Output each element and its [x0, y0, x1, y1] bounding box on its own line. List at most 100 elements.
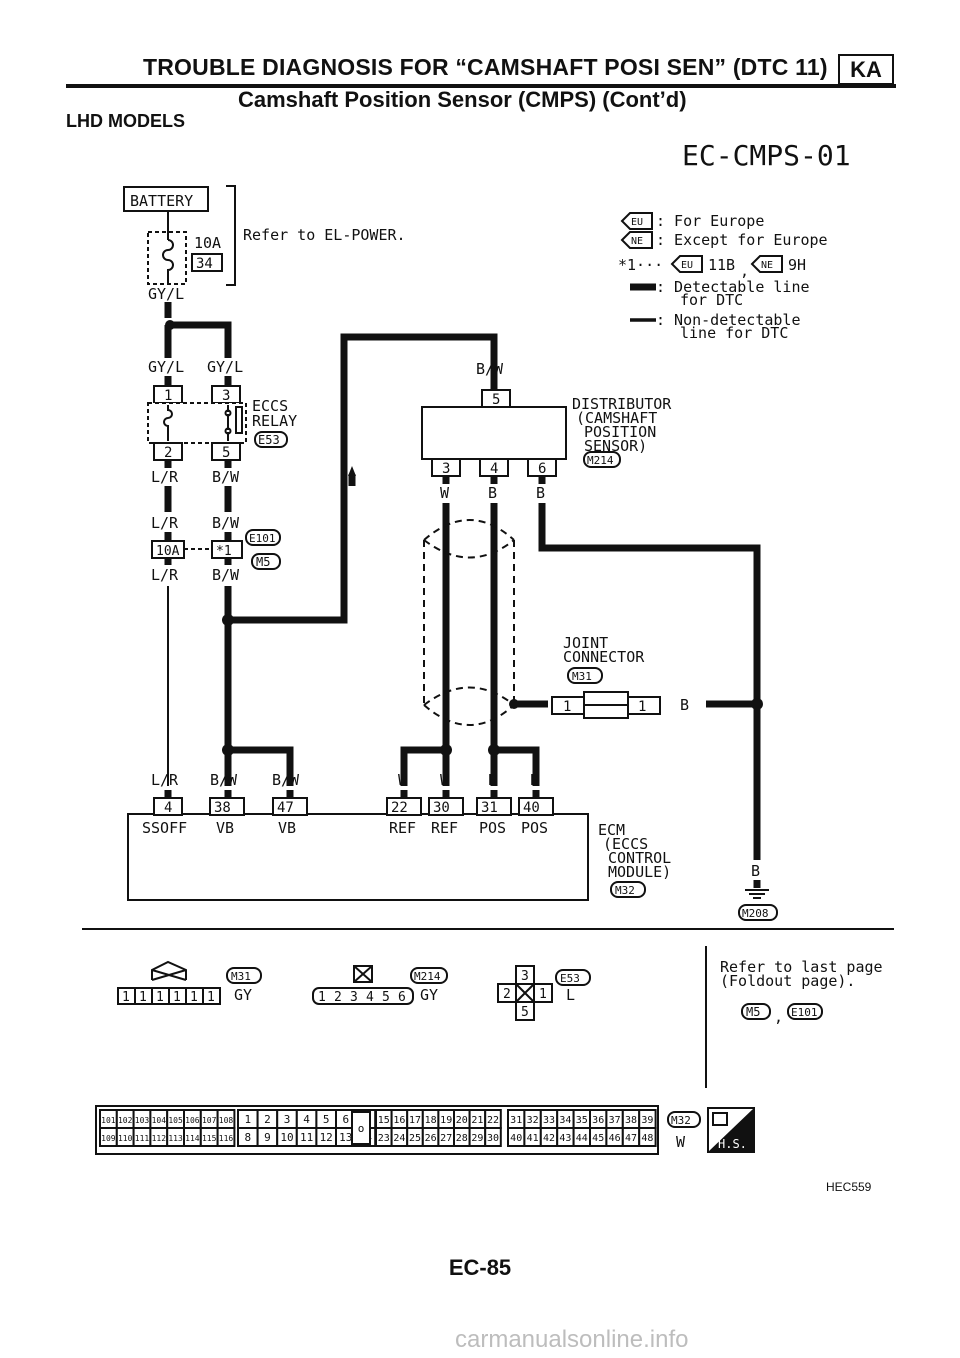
m32-pin-110-label: 110 — [118, 1134, 133, 1143]
svg-text:RELAY: RELAY — [252, 412, 297, 430]
battery-box — [123, 186, 209, 212]
figure-id: HEC559 — [826, 1180, 872, 1194]
svg-text:M214: M214 — [414, 970, 441, 983]
svg-text:,: , — [774, 1008, 783, 1026]
svg-text:line for DTC: line for DTC — [680, 324, 788, 342]
ecm-pin-38 — [209, 797, 245, 816]
hs-badge: H.S. — [707, 1107, 755, 1153]
svg-text:GY/L: GY/L — [207, 358, 243, 376]
m32-pin-47-label: 47 — [625, 1133, 637, 1144]
svg-text:5: 5 — [382, 990, 390, 1005]
svg-text:4: 4 — [490, 461, 498, 477]
svg-text:W: W — [440, 484, 450, 502]
harness-connector-m5: M5 — [256, 555, 270, 569]
svg-text:REF: REF — [431, 819, 458, 837]
m32-pin-3-label: 3 — [284, 1113, 291, 1126]
distributor-label: DISTRIBUTOR — [572, 395, 672, 413]
m32-pin-38-label: 38 — [625, 1115, 637, 1126]
svg-text:GY: GY — [234, 986, 252, 1004]
relay-label: ECCS — [252, 397, 288, 415]
m32-pin-22-label: 22 — [487, 1115, 499, 1126]
m32-pin-27-label: 27 — [440, 1133, 452, 1144]
m32-pin-40-label: 40 — [510, 1133, 522, 1144]
svg-text:L/R: L/R — [151, 514, 179, 532]
m32-pin-1-label: 1 — [244, 1113, 251, 1126]
m32-pin-46-label: 46 — [609, 1133, 621, 1144]
svg-text:1: 1 — [207, 990, 215, 1005]
m32-pin-21-label: 21 — [471, 1115, 483, 1126]
ground-icon — [745, 889, 769, 899]
relay-body — [147, 402, 247, 444]
svg-text:REF: REF — [389, 819, 416, 837]
m32-pin-103-label: 103 — [135, 1116, 150, 1125]
distributor-connector: M214 — [587, 454, 614, 467]
svg-text:30: 30 — [433, 800, 450, 816]
svg-text:B: B — [751, 862, 760, 880]
svg-text:GY/L: GY/L — [148, 358, 184, 376]
diagram-id: EC-CMPS-01 — [682, 139, 851, 172]
m214-connector-view: 1 2 3 4 5 6 M214 GY — [312, 965, 448, 1005]
svg-text:38: 38 — [214, 800, 231, 816]
m32-pin-30-cell — [484, 1127, 502, 1147]
shield-cable — [423, 519, 515, 726]
m32-pin-19-label: 19 — [440, 1115, 452, 1126]
svg-text:E101: E101 — [791, 1006, 818, 1019]
svg-text:VB: VB — [278, 819, 296, 837]
m32-pin-33-label: 33 — [543, 1115, 555, 1126]
svg-text:3: 3 — [521, 969, 529, 984]
svg-text:: Except for Europe: : Except for Europe — [656, 231, 828, 249]
m32-pin-43-label: 43 — [559, 1133, 571, 1144]
svg-text:5: 5 — [222, 445, 230, 461]
svg-text:NE: NE — [631, 236, 643, 247]
svg-text:GY: GY — [420, 986, 438, 1004]
watermark: carmanualsonline.info — [455, 1326, 689, 1353]
m32-pin-6-label: 6 — [342, 1113, 349, 1126]
m32-pin-12-label: 12 — [320, 1131, 333, 1144]
svg-text:: Non-detectable: : Non-detectable — [656, 311, 801, 329]
svg-text:B: B — [488, 771, 497, 789]
svg-text:2: 2 — [334, 990, 342, 1005]
svg-text:(ECCS: (ECCS — [603, 835, 648, 853]
distributor-body — [421, 406, 567, 460]
svg-text:1: 1 — [164, 388, 172, 404]
ecm-pin-47 — [272, 797, 308, 816]
svg-text:*1: *1 — [216, 544, 232, 559]
ne-tag — [620, 231, 653, 249]
m32-pin-39-label: 39 — [641, 1115, 653, 1126]
page-number: EC-85 — [448, 1255, 512, 1280]
svg-text:B: B — [536, 484, 545, 502]
svg-text:B: B — [530, 771, 539, 789]
arrow-icon — [348, 466, 356, 476]
relay-connector: E53 — [258, 433, 280, 447]
svg-text:NE: NE — [761, 260, 773, 271]
svg-text:22: 22 — [391, 800, 408, 816]
m32-center-label: o — [358, 1122, 365, 1135]
ecm-pins: 4 38 47 22 30 31 40 — [153, 790, 554, 816]
m31-connector-view: 1 1 1 1 1 1 M31 GY — [117, 960, 262, 1005]
svg-text:L/R: L/R — [151, 771, 179, 789]
svg-text:B/W: B/W — [210, 771, 238, 789]
m32-pin-4-label: 4 — [303, 1113, 310, 1126]
m32-pin-101-label: 101 — [101, 1116, 116, 1125]
header-rule — [66, 84, 896, 88]
svg-text:3: 3 — [442, 461, 450, 477]
m32-pin-5-label: 5 — [323, 1113, 330, 1126]
m32-pin-104-label: 104 — [152, 1116, 167, 1125]
svg-text:L/R: L/R — [151, 566, 179, 584]
m32-pin-115-label: 115 — [202, 1134, 217, 1143]
m32-pin-44-label: 44 — [576, 1133, 588, 1144]
eu-tag — [620, 212, 653, 230]
e53-connector-view: 3 2 1 5 E53 L — [497, 965, 591, 1021]
svg-text:POS: POS — [521, 819, 548, 837]
svg-text:VB: VB — [216, 819, 234, 837]
svg-text:31: 31 — [481, 800, 498, 816]
svg-text:1: 1 — [173, 990, 181, 1005]
m32-pin-41-label: 41 — [527, 1133, 539, 1144]
m32-pin-11-label: 11 — [300, 1131, 313, 1144]
svg-text:2: 2 — [164, 445, 172, 461]
svg-text:3: 3 — [222, 388, 230, 404]
svg-text:1: 1 — [638, 699, 646, 715]
svg-text:4: 4 — [164, 800, 172, 816]
ecm-pin-40 — [518, 797, 554, 816]
svg-text:(CAMSHAFT: (CAMSHAFT — [576, 409, 657, 427]
